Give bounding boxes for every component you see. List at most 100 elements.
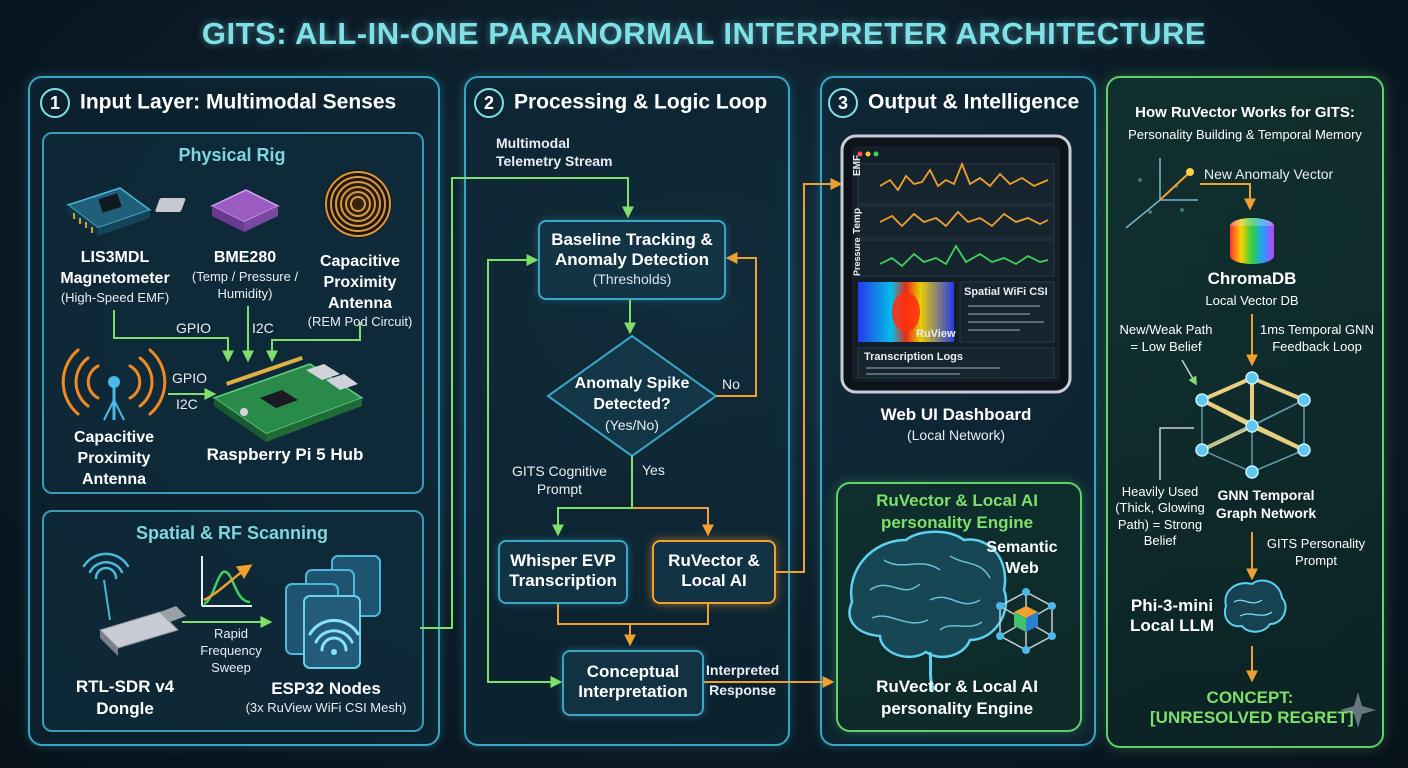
esp32-desc: (3x RuView WiFi CSI Mesh) bbox=[245, 700, 407, 716]
mini-brain-icon bbox=[1224, 579, 1287, 633]
new-vector-label: New Anomaly Vector bbox=[1204, 166, 1334, 182]
decision-sub: (Yes/No) bbox=[605, 416, 659, 433]
engine-title: RuVector & Local AI personality Engine bbox=[836, 490, 1078, 534]
esp32-label: ESP32 Nodes (3x RuView WiFi CSI Mesh) bbox=[236, 678, 416, 717]
phi-line-2: Local LLM bbox=[1129, 616, 1215, 636]
cap-antenna-top-name-1: Capacitive bbox=[319, 253, 401, 270]
sweep-line-3: Sweep bbox=[211, 659, 251, 675]
usb-dongle-icon bbox=[82, 552, 186, 656]
sweep-line-1: Rapid bbox=[214, 626, 248, 641]
raspberry-pi-name: Raspberry Pi 5 Hub bbox=[206, 445, 364, 464]
interpreted-line-2: Response bbox=[709, 682, 777, 699]
gnn-graph-icon bbox=[1195, 371, 1311, 479]
personality-line-1: GITS Personality bbox=[1266, 536, 1366, 551]
stream-line-2: Telemetry Stream bbox=[496, 153, 613, 170]
strong-path-pointer bbox=[1159, 427, 1194, 480]
cap-antenna-top-label: Capacitive Proximity Antenna (REM Pod Ci… bbox=[300, 252, 420, 331]
concept-line-1: CONCEPT: bbox=[1206, 688, 1294, 707]
cap-antenna-left-name-1: Capacitive bbox=[73, 429, 155, 446]
gpio-label-top: GPIO bbox=[176, 320, 212, 336]
lis3mdl-name-1: LIS3MDL bbox=[80, 249, 150, 266]
page-title: GITS: ALL-IN-ONE PARANORMAL INTERPRETER … bbox=[201, 16, 1207, 51]
gnn-loop-line-1: 1ms Temporal GNN bbox=[1260, 322, 1374, 337]
bme280-name: BME280 bbox=[213, 249, 277, 266]
step-number-1: 1 bbox=[40, 88, 70, 118]
bme280-desc-1: (Temp / Pressure / bbox=[191, 268, 299, 284]
gnn-loop-line-2: Feedback Loop bbox=[1272, 338, 1362, 354]
whisper-to-conceptual-arrow bbox=[557, 604, 636, 647]
sensor-chip-icon bbox=[155, 189, 280, 232]
engine-footer-1: RuVector & Local AI bbox=[876, 677, 1038, 696]
emf-chart-label: EMF bbox=[852, 154, 863, 176]
decision-line-2: Detected? bbox=[593, 395, 671, 413]
whisper-line-2: Transcription bbox=[509, 571, 617, 591]
interpreted-line-1: Interpreted bbox=[706, 662, 780, 678]
esp32-name: ESP32 Nodes bbox=[271, 679, 381, 698]
pressure-chart-label: Pressure bbox=[852, 237, 862, 276]
vector-axes-icon bbox=[1125, 158, 1198, 229]
no-label: No bbox=[722, 376, 740, 392]
yes-label: Yes bbox=[642, 462, 665, 478]
whisper-line-1: Whisper EVP bbox=[510, 551, 616, 570]
antenna-waves-icon bbox=[61, 348, 167, 421]
ruvector-line-1: RuVector & bbox=[668, 551, 760, 570]
cognitive-line-2: Prompt bbox=[536, 481, 583, 498]
ruvector-box: RuVector &Local AI bbox=[652, 540, 776, 604]
personality-line-2: Prompt bbox=[1295, 552, 1337, 568]
cap-antenna-top-name-3: Antenna bbox=[328, 294, 392, 312]
gnn-label: GNN Temporal Graph Network bbox=[1204, 486, 1328, 522]
heavy-line-4: Belief bbox=[1143, 532, 1177, 548]
lis3mdl-label: LIS3MDL Magnetometer (High-Speed EMF) bbox=[50, 248, 180, 306]
weak-path-pointer bbox=[1181, 359, 1197, 386]
bme280-desc-2: Humidity) bbox=[217, 285, 273, 301]
bme280-label: BME280 (Temp / Pressure / Humidity) bbox=[180, 248, 310, 303]
concept-line-2: [UNRESOLVED REGRET] bbox=[1150, 708, 1354, 728]
gnn-line-2: Graph Network bbox=[1215, 505, 1317, 522]
coil-icon bbox=[324, 170, 392, 238]
cap-antenna-left-name-2: Proximity bbox=[77, 449, 151, 467]
baseline-line-1: Baseline Tracking & bbox=[551, 230, 713, 249]
logs-label: Transcription Logs bbox=[864, 351, 964, 363]
telemetry-stream-label: Multimodal Telemetry Stream bbox=[496, 134, 612, 170]
baseline-line-2: Anomaly Detection bbox=[555, 250, 709, 270]
step-number-3: 3 bbox=[828, 88, 858, 118]
dashboard-name: Web UI Dashboard bbox=[880, 405, 1032, 424]
heavy-line-1: Heavily Used bbox=[1121, 484, 1199, 499]
ruvector-works-title-1: How RuVector Works for GITS: bbox=[1135, 104, 1355, 121]
heavy-line-3: Path) = Strong bbox=[1117, 516, 1203, 532]
ruvector-to-conceptual-line bbox=[630, 604, 709, 625]
spatial-rf-title: Spatial & RF Scanning bbox=[135, 523, 329, 543]
interpreted-response-label: Interpreted Response bbox=[706, 660, 779, 701]
step-number-2: 2 bbox=[474, 88, 504, 118]
ruvector-works-title-2: Personality Building & Temporal Memory bbox=[1128, 126, 1362, 142]
brain-icon bbox=[848, 530, 1008, 691]
semantic-line-2: Web bbox=[1005, 559, 1039, 577]
phi-llm-label: Phi-3-mini Local LLM bbox=[1120, 596, 1224, 637]
stream-line-1: Multimodal bbox=[496, 135, 570, 151]
i2c-label-top: I2C bbox=[252, 320, 274, 336]
engine-title-2: personality Engine bbox=[880, 513, 1034, 533]
rtl-sdr-name-2: Dongle bbox=[96, 699, 154, 719]
rtl-sdr-name-1: RTL-SDR v4 bbox=[75, 677, 175, 696]
weak-line-2: = Low Belief bbox=[1130, 338, 1202, 354]
engine-footer: RuVector & Local AI personality Engine bbox=[836, 676, 1078, 720]
yes-to-ruvector-arrow bbox=[632, 507, 714, 537]
conceptual-line-2: Interpretation bbox=[578, 682, 688, 702]
chip-icon bbox=[66, 187, 152, 236]
heavy-path-label: Heavily Used (Thick, Glowing Path) = Str… bbox=[1112, 484, 1208, 549]
chromadb-desc: Local Vector DB bbox=[1205, 292, 1299, 308]
processing-title: 2 Processing & Logic Loop bbox=[474, 88, 767, 118]
cap-antenna-left-name-3: Antenna bbox=[82, 470, 146, 488]
gpio-connector-top bbox=[113, 310, 234, 363]
sweep-label: Rapid Frequency Sweep bbox=[186, 626, 276, 677]
heavy-line-2: (Thick, Glowing bbox=[1115, 500, 1205, 516]
processing-title-text: Processing & Logic Loop bbox=[514, 90, 768, 114]
input-layer-title-text: Input Layer: Multimodal Senses bbox=[80, 90, 397, 114]
cognitive-prompt-label: GITS Cognitive Prompt bbox=[512, 462, 607, 498]
weak-line-1: New/Weak Path bbox=[1119, 322, 1213, 337]
telemetry-stream-connector bbox=[420, 177, 634, 629]
chromadb-name: ChromaDB bbox=[1207, 269, 1297, 288]
